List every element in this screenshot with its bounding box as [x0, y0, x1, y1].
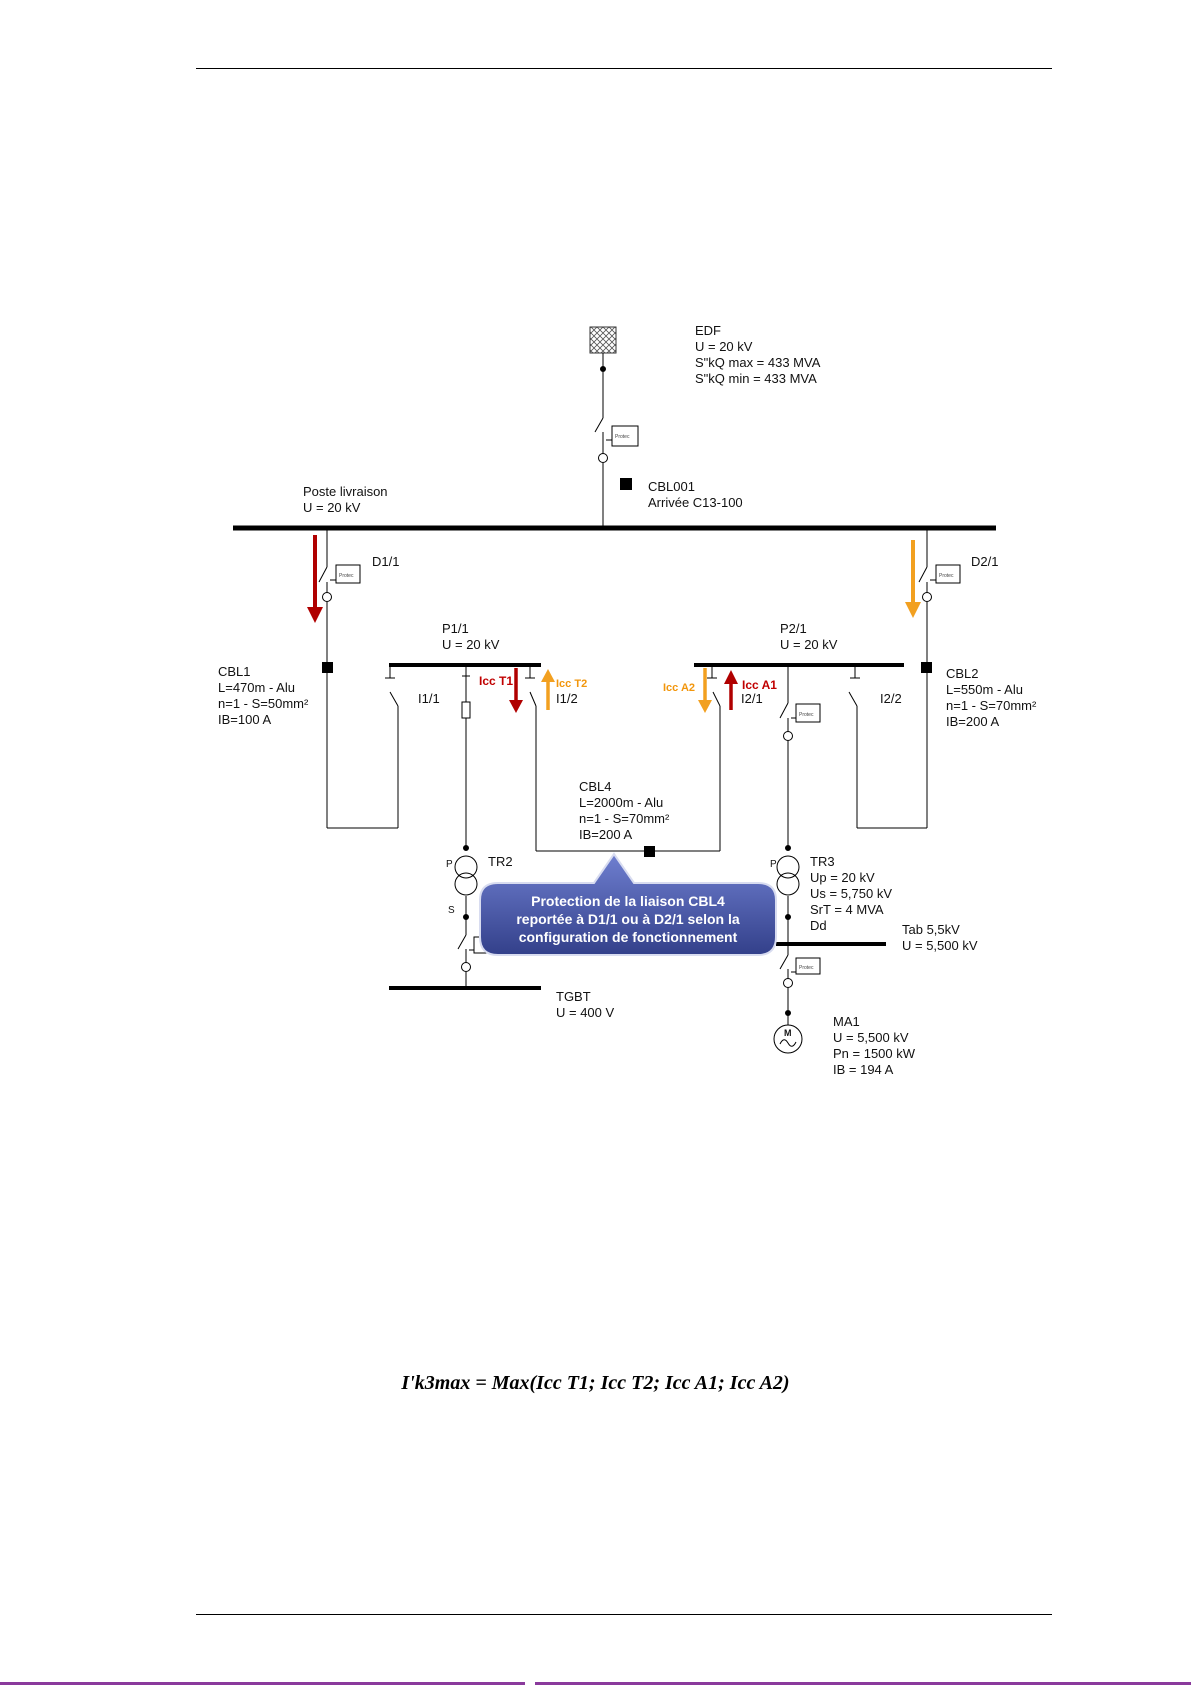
ma1-line: Pn = 1500 kW	[833, 1046, 916, 1061]
bottom-band	[0, 1682, 1191, 1685]
switch-i22-label: I2/2	[880, 691, 902, 706]
icc-t2-label: Icc T2	[556, 678, 587, 690]
cbl1-marker	[322, 662, 333, 673]
ma1-line: IB = 194 A	[833, 1062, 894, 1077]
cbl4-marker	[644, 846, 655, 857]
main-bus-voltage: U = 20 kV	[303, 500, 361, 515]
edf-line: U = 20 kV	[695, 339, 753, 354]
cbl2-line: n=1 - S=70mm²	[946, 698, 1037, 713]
cbl4-line: L=2000m - Alu	[579, 795, 663, 810]
icc-a2-label: Icc A2	[663, 682, 695, 694]
tab55-voltage: U = 5,500 kV	[902, 938, 978, 953]
cbl2-marker	[921, 662, 932, 673]
cbl1-line: n=1 - S=50mm²	[218, 696, 309, 711]
ma1-name: MA1	[833, 1014, 860, 1029]
relay-label: Protec	[799, 712, 814, 718]
single-line-diagram: EDF U = 20 kV S"kQ max = 433 MVA S"kQ mi…	[218, 323, 1037, 1077]
callout-bubble	[479, 852, 777, 956]
callout-line: Protection de la liaison CBL4	[531, 893, 725, 909]
tr2-primary: P	[446, 859, 453, 870]
footer-rule	[196, 1614, 1052, 1615]
cbl2-name: CBL2	[946, 666, 979, 681]
tr2-name: TR2	[488, 854, 513, 869]
main-bus-name: Poste livraison	[303, 484, 388, 499]
tr3-primary: P	[770, 859, 777, 870]
edf-line: S"kQ min = 433 MVA	[695, 371, 817, 386]
cbl1-line: L=470m - Alu	[218, 680, 295, 695]
cbl4-line: IB=200 A	[579, 827, 632, 842]
icc-a1-label: Icc A1	[742, 678, 777, 692]
cbl001-sub: Arrivée C13-100	[648, 495, 743, 510]
callout-line: reportée à D1/1 ou à D2/1 selon la	[516, 911, 740, 927]
cbl4-line: n=1 - S=70mm²	[579, 811, 670, 826]
relay-label: Protec	[615, 434, 630, 440]
motor-symbol: M	[784, 1028, 792, 1038]
edf-name: EDF	[695, 323, 721, 338]
cbl001-name: CBL001	[648, 479, 695, 494]
tr3-line: Us = 5,750 kV	[810, 886, 892, 901]
cbl2-line: L=550m - Alu	[946, 682, 1023, 697]
bottom-band-gap	[525, 1682, 535, 1685]
tr3-name: TR3	[810, 854, 835, 869]
p1-voltage: U = 20 kV	[442, 637, 500, 652]
header-rule	[196, 68, 1052, 69]
tr3-line: Up = 20 kV	[810, 870, 875, 885]
grid-source-symbol	[589, 326, 617, 354]
tab55-name: Tab 5,5kV	[902, 922, 960, 937]
switch-i12-label: I1/2	[556, 691, 578, 706]
cbl1-line: IB=100 A	[218, 712, 271, 727]
switch-i21-label: I2/1	[741, 691, 763, 706]
icc-t1-label: Icc T1	[479, 674, 513, 688]
formula: I'k3max = Max(Icc T1; Icc T2; Icc A1; Ic…	[401, 1372, 790, 1394]
relay-label: Protec	[939, 573, 954, 579]
cbl2-line: IB=200 A	[946, 714, 999, 729]
p2-voltage: U = 20 kV	[780, 637, 838, 652]
tr2-secondary: S	[448, 905, 455, 916]
relay-label: Protec	[339, 573, 354, 579]
cbl001-marker	[620, 478, 632, 490]
switch-i11-label: I1/1	[418, 691, 440, 706]
p2-name: P2/1	[780, 621, 807, 636]
cbl1-name: CBL1	[218, 664, 251, 679]
p1-name: P1/1	[442, 621, 469, 636]
tr3-line: Dd	[810, 918, 827, 933]
tr3-line: SrT = 4 MVA	[810, 902, 884, 917]
relay-label: Protec	[799, 965, 814, 971]
d1-label: D1/1	[372, 554, 399, 569]
callout-line: configuration de fonctionnement	[519, 929, 738, 945]
edf-line: S"kQ max = 433 MVA	[695, 355, 821, 370]
d2-label: D2/1	[971, 554, 998, 569]
ma1-line: U = 5,500 kV	[833, 1030, 909, 1045]
relay-box-incoming	[611, 425, 639, 447]
tgbt-name: TGBT	[556, 989, 591, 1004]
tgbt-voltage: U = 400 V	[556, 1005, 615, 1020]
cbl4-name: CBL4	[579, 779, 612, 794]
